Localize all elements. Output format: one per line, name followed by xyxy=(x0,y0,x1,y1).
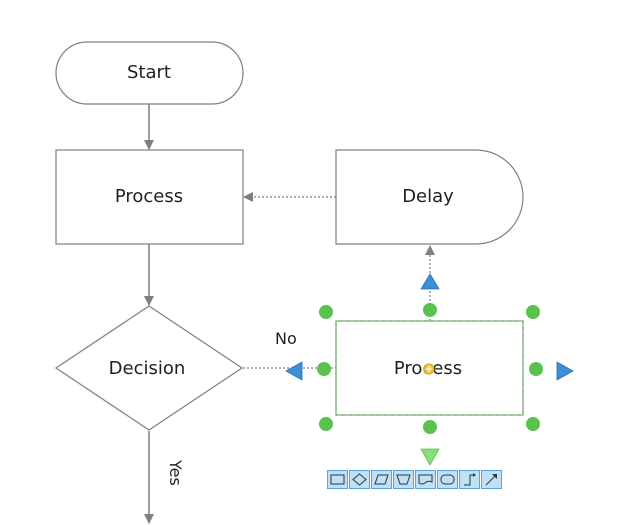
resize-handle-bottom-right[interactable] xyxy=(526,417,540,431)
rotate-handle[interactable] xyxy=(423,363,435,375)
resize-handles[interactable] xyxy=(317,303,543,434)
straight-connector-icon[interactable] xyxy=(481,470,502,489)
delay-label: Delay xyxy=(402,186,454,207)
rectangle-icon[interactable] xyxy=(327,470,348,489)
process-shape-top[interactable]: Process xyxy=(55,149,244,245)
quick-shapes-toolbar xyxy=(327,470,502,489)
resize-handle-top-right[interactable] xyxy=(526,305,540,319)
resize-handle-bottom-left[interactable] xyxy=(319,417,333,431)
diamond-icon[interactable] xyxy=(349,470,370,489)
process-label-top: Process xyxy=(115,186,183,207)
decision-shape[interactable]: Decision xyxy=(54,305,244,431)
connect-arrow-left[interactable] xyxy=(285,361,303,381)
selection-outline xyxy=(335,320,524,416)
resize-handle-bottom[interactable] xyxy=(423,420,437,434)
rounded-rectangle-icon[interactable] xyxy=(437,470,458,489)
delay-shape[interactable]: Delay xyxy=(335,149,524,245)
no-label: No xyxy=(275,329,297,348)
trapezoid-icon[interactable] xyxy=(393,470,414,489)
decision-label: Decision xyxy=(109,358,186,379)
elbow-connector-icon[interactable] xyxy=(459,470,480,489)
connect-arrow-right[interactable] xyxy=(556,361,574,381)
resize-handle-top[interactable] xyxy=(423,303,437,317)
connect-arrow-up[interactable] xyxy=(420,273,440,290)
start-shape[interactable]: Start xyxy=(55,41,244,105)
resize-handle-left[interactable] xyxy=(317,362,331,376)
resize-handle-top-left[interactable] xyxy=(319,305,333,319)
parallelogram-icon[interactable] xyxy=(371,470,392,489)
connect-arrow-down[interactable] xyxy=(420,448,440,466)
start-label: Start xyxy=(127,62,171,83)
resize-handle-right[interactable] xyxy=(529,362,543,376)
document-icon[interactable] xyxy=(415,470,436,489)
yes-label: Yes xyxy=(166,459,185,486)
